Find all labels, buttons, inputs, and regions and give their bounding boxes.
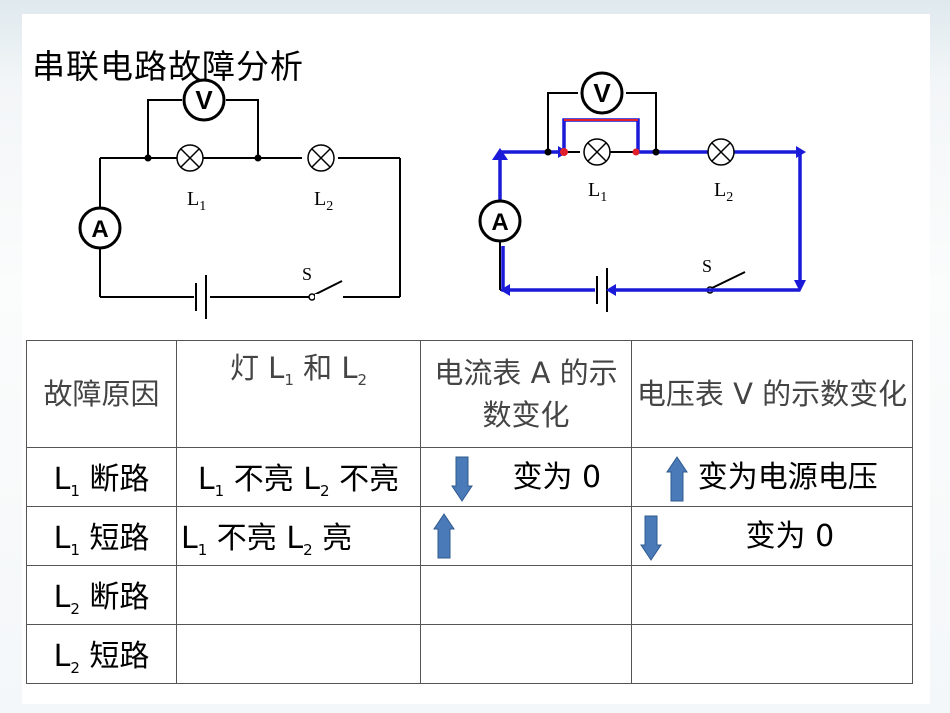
ammeter: A — [78, 206, 122, 250]
header-voltmeter: 电压表 V 的示数变化 — [631, 340, 913, 448]
cell-voltmeter: 变为电源电压 — [631, 447, 913, 507]
lamp-l2-label-right: L2 — [714, 179, 733, 205]
cell-cause: L1 断路 — [26, 447, 177, 507]
table-row: L2 短路 — [26, 624, 913, 684]
lamp-l2-label: L2 — [314, 188, 333, 214]
circuit-diagram-right: S V A L1 L2 — [478, 71, 806, 312]
current-path — [498, 118, 802, 292]
cell-lamps: L1 不亮 L2 亮 — [176, 506, 421, 566]
cell-lamps: L1 不亮 L2 不亮 — [176, 447, 421, 507]
table-header-row: 故障原因 灯 L1 和 L2 电流表 A 的示数变化 电压表 V 的示数变化 — [26, 340, 913, 448]
header-ammeter: 电流表 A 的示数变化 — [420, 340, 632, 448]
cell-voltmeter — [631, 624, 913, 684]
svg-text:A: A — [91, 216, 108, 243]
arrow-down-icon — [450, 456, 473, 502]
table-row: L1 短路 L1 不亮 L2 亮 变为 0 — [26, 506, 913, 566]
voltmeter: V — [182, 78, 226, 122]
ammeter-right: A — [478, 199, 522, 243]
switch-label: S — [302, 264, 312, 284]
svg-text:A: A — [491, 209, 508, 236]
svg-text:V: V — [195, 85, 213, 115]
voltmeter-right: V — [580, 71, 624, 115]
lamp-l1-label: L1 — [187, 188, 206, 214]
switch-label-right: S — [702, 256, 712, 276]
cell-cause: L2 断路 — [26, 565, 177, 625]
cell-lamps — [176, 624, 421, 684]
cell-ammeter — [420, 565, 632, 625]
table-row: L1 断路 L1 不亮 L2 不亮 变为 0 变为电源电压 — [26, 447, 913, 507]
cell-ammeter — [420, 506, 632, 566]
cell-voltmeter — [631, 565, 913, 625]
table-row: L2 断路 — [26, 565, 913, 625]
lamp-l1 — [176, 144, 204, 172]
arrow-up-icon — [666, 455, 689, 502]
svg-text:V: V — [593, 78, 611, 108]
header-lamps: 灯 L1 和 L2 — [176, 340, 421, 448]
cell-cause: L1 短路 — [26, 506, 177, 566]
lamp-l1-label-right: L1 — [588, 179, 607, 205]
cell-voltmeter: 变为 0 — [631, 506, 913, 566]
lamp-l2-right — [707, 138, 735, 166]
circuit-diagram-left: S V A L1 L2 — [78, 78, 401, 319]
arrow-down-icon — [640, 515, 662, 561]
cell-ammeter: 变为 0 — [420, 447, 632, 507]
fault-table: 故障原因 灯 L1 和 L2 电流表 A 的示数变化 电压表 V 的示数变化 L… — [26, 340, 913, 684]
page-title: 串联电路故障分析 — [32, 47, 304, 86]
arrow-up-icon — [433, 513, 455, 559]
header-cause: 故障原因 — [26, 340, 177, 448]
cell-cause: L2 短路 — [26, 624, 177, 684]
cell-lamps — [176, 565, 421, 625]
cell-ammeter — [420, 624, 632, 684]
lamp-l2 — [307, 144, 335, 172]
lamp-l1-right — [583, 138, 611, 166]
